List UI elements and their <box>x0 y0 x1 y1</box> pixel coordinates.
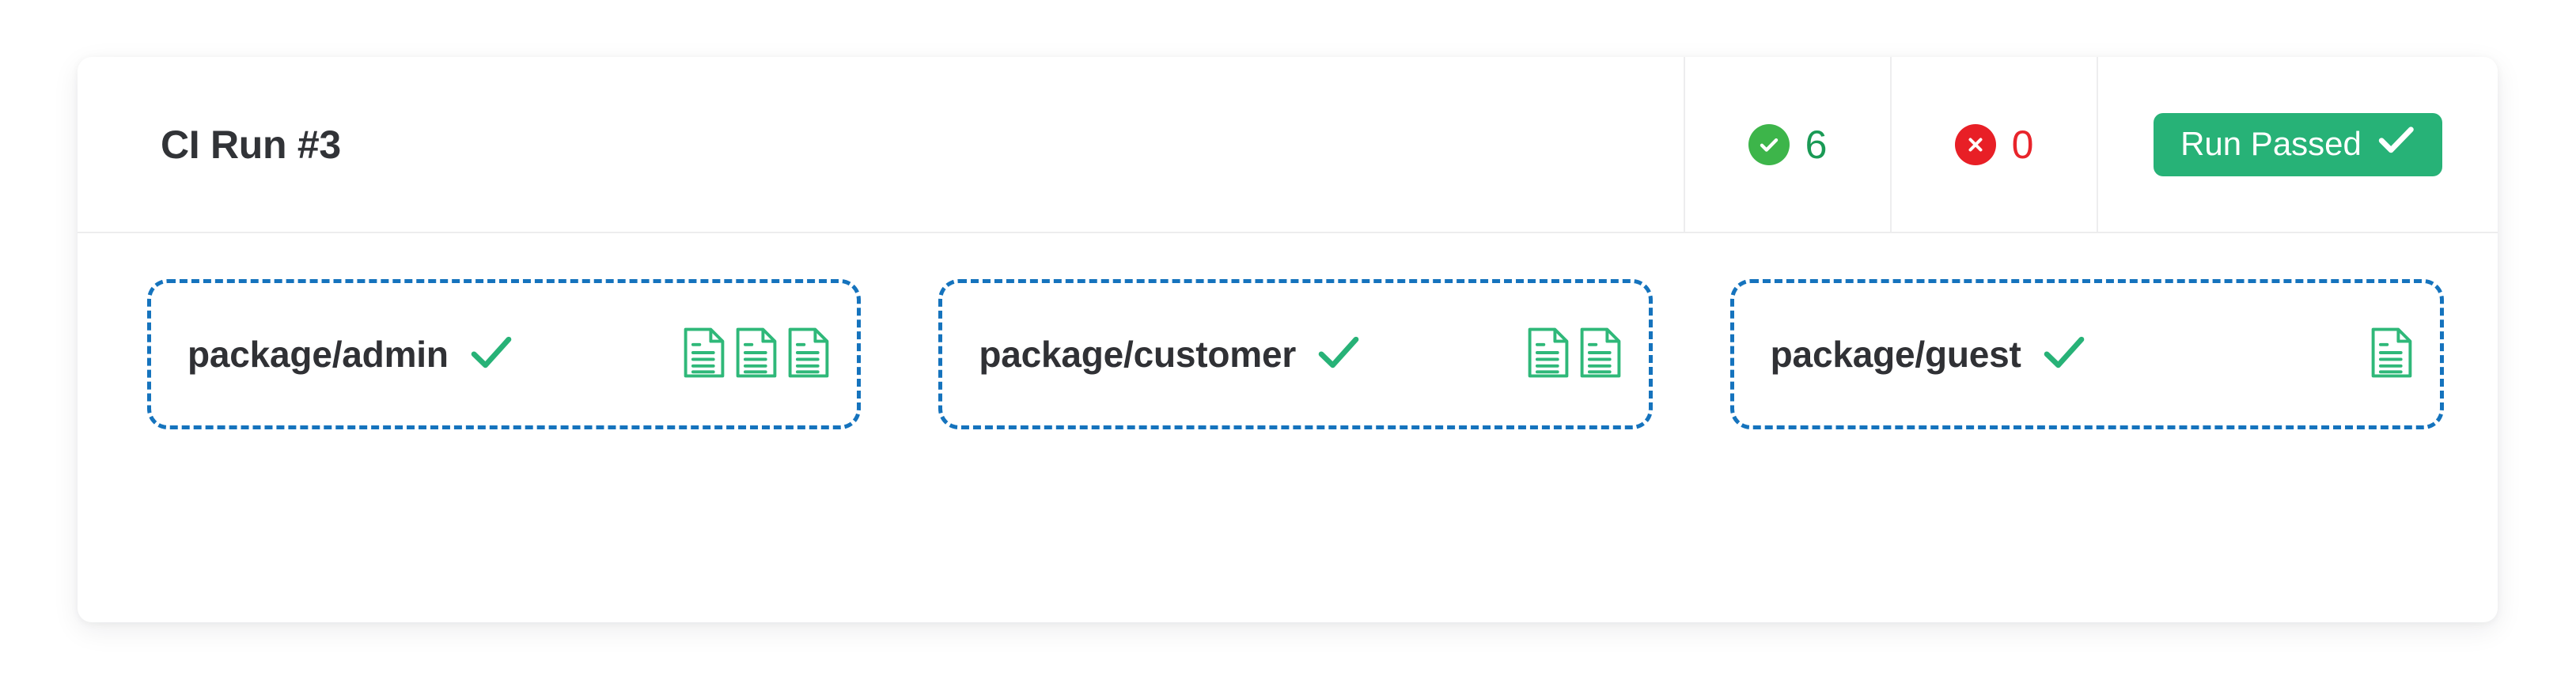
run-status-cell: Run Passed <box>2097 57 2498 232</box>
check-icon <box>2377 124 2415 164</box>
page-title: CI Run #3 <box>161 122 341 167</box>
check-icon <box>1316 334 1361 376</box>
check-circle-icon <box>1748 123 1790 165</box>
document-icon-list <box>2370 327 2413 383</box>
failed-count-value: 0 <box>2011 122 2034 167</box>
ci-run-card: CI Run #3 6 0 <box>78 57 2498 622</box>
check-icon <box>469 334 513 376</box>
card-header: CI Run #3 6 0 <box>78 57 2498 233</box>
x-circle-icon <box>1954 123 1996 165</box>
passed-count-cell[interactable]: 6 <box>1684 57 1890 232</box>
failed-count-cell[interactable]: 0 <box>1890 57 2097 232</box>
document-icon-list <box>683 327 830 383</box>
package-pill-guest[interactable]: package/guest <box>1729 279 2444 429</box>
document-icon[interactable] <box>735 327 778 383</box>
check-icon <box>2042 334 2086 376</box>
package-name: package/guest <box>1770 334 2021 375</box>
package-list: package/admin <box>78 233 2498 429</box>
document-icon[interactable] <box>1527 327 1570 383</box>
package-pill-admin[interactable]: package/admin <box>147 279 862 429</box>
document-icon[interactable] <box>1579 327 1622 383</box>
passed-count-value: 6 <box>1805 122 1828 167</box>
run-status-badge[interactable]: Run Passed <box>2154 112 2442 176</box>
document-icon[interactable] <box>2370 327 2413 383</box>
document-icon[interactable] <box>787 327 830 383</box>
header-title-cell: CI Run #3 <box>78 57 1684 232</box>
document-icon[interactable] <box>683 327 725 383</box>
package-name: package/admin <box>188 334 449 375</box>
document-icon-list <box>1527 327 1622 383</box>
package-pill-customer[interactable]: package/customer <box>938 279 1653 429</box>
run-status-label: Run Passed <box>2180 124 2362 162</box>
package-name: package/customer <box>979 334 1297 375</box>
